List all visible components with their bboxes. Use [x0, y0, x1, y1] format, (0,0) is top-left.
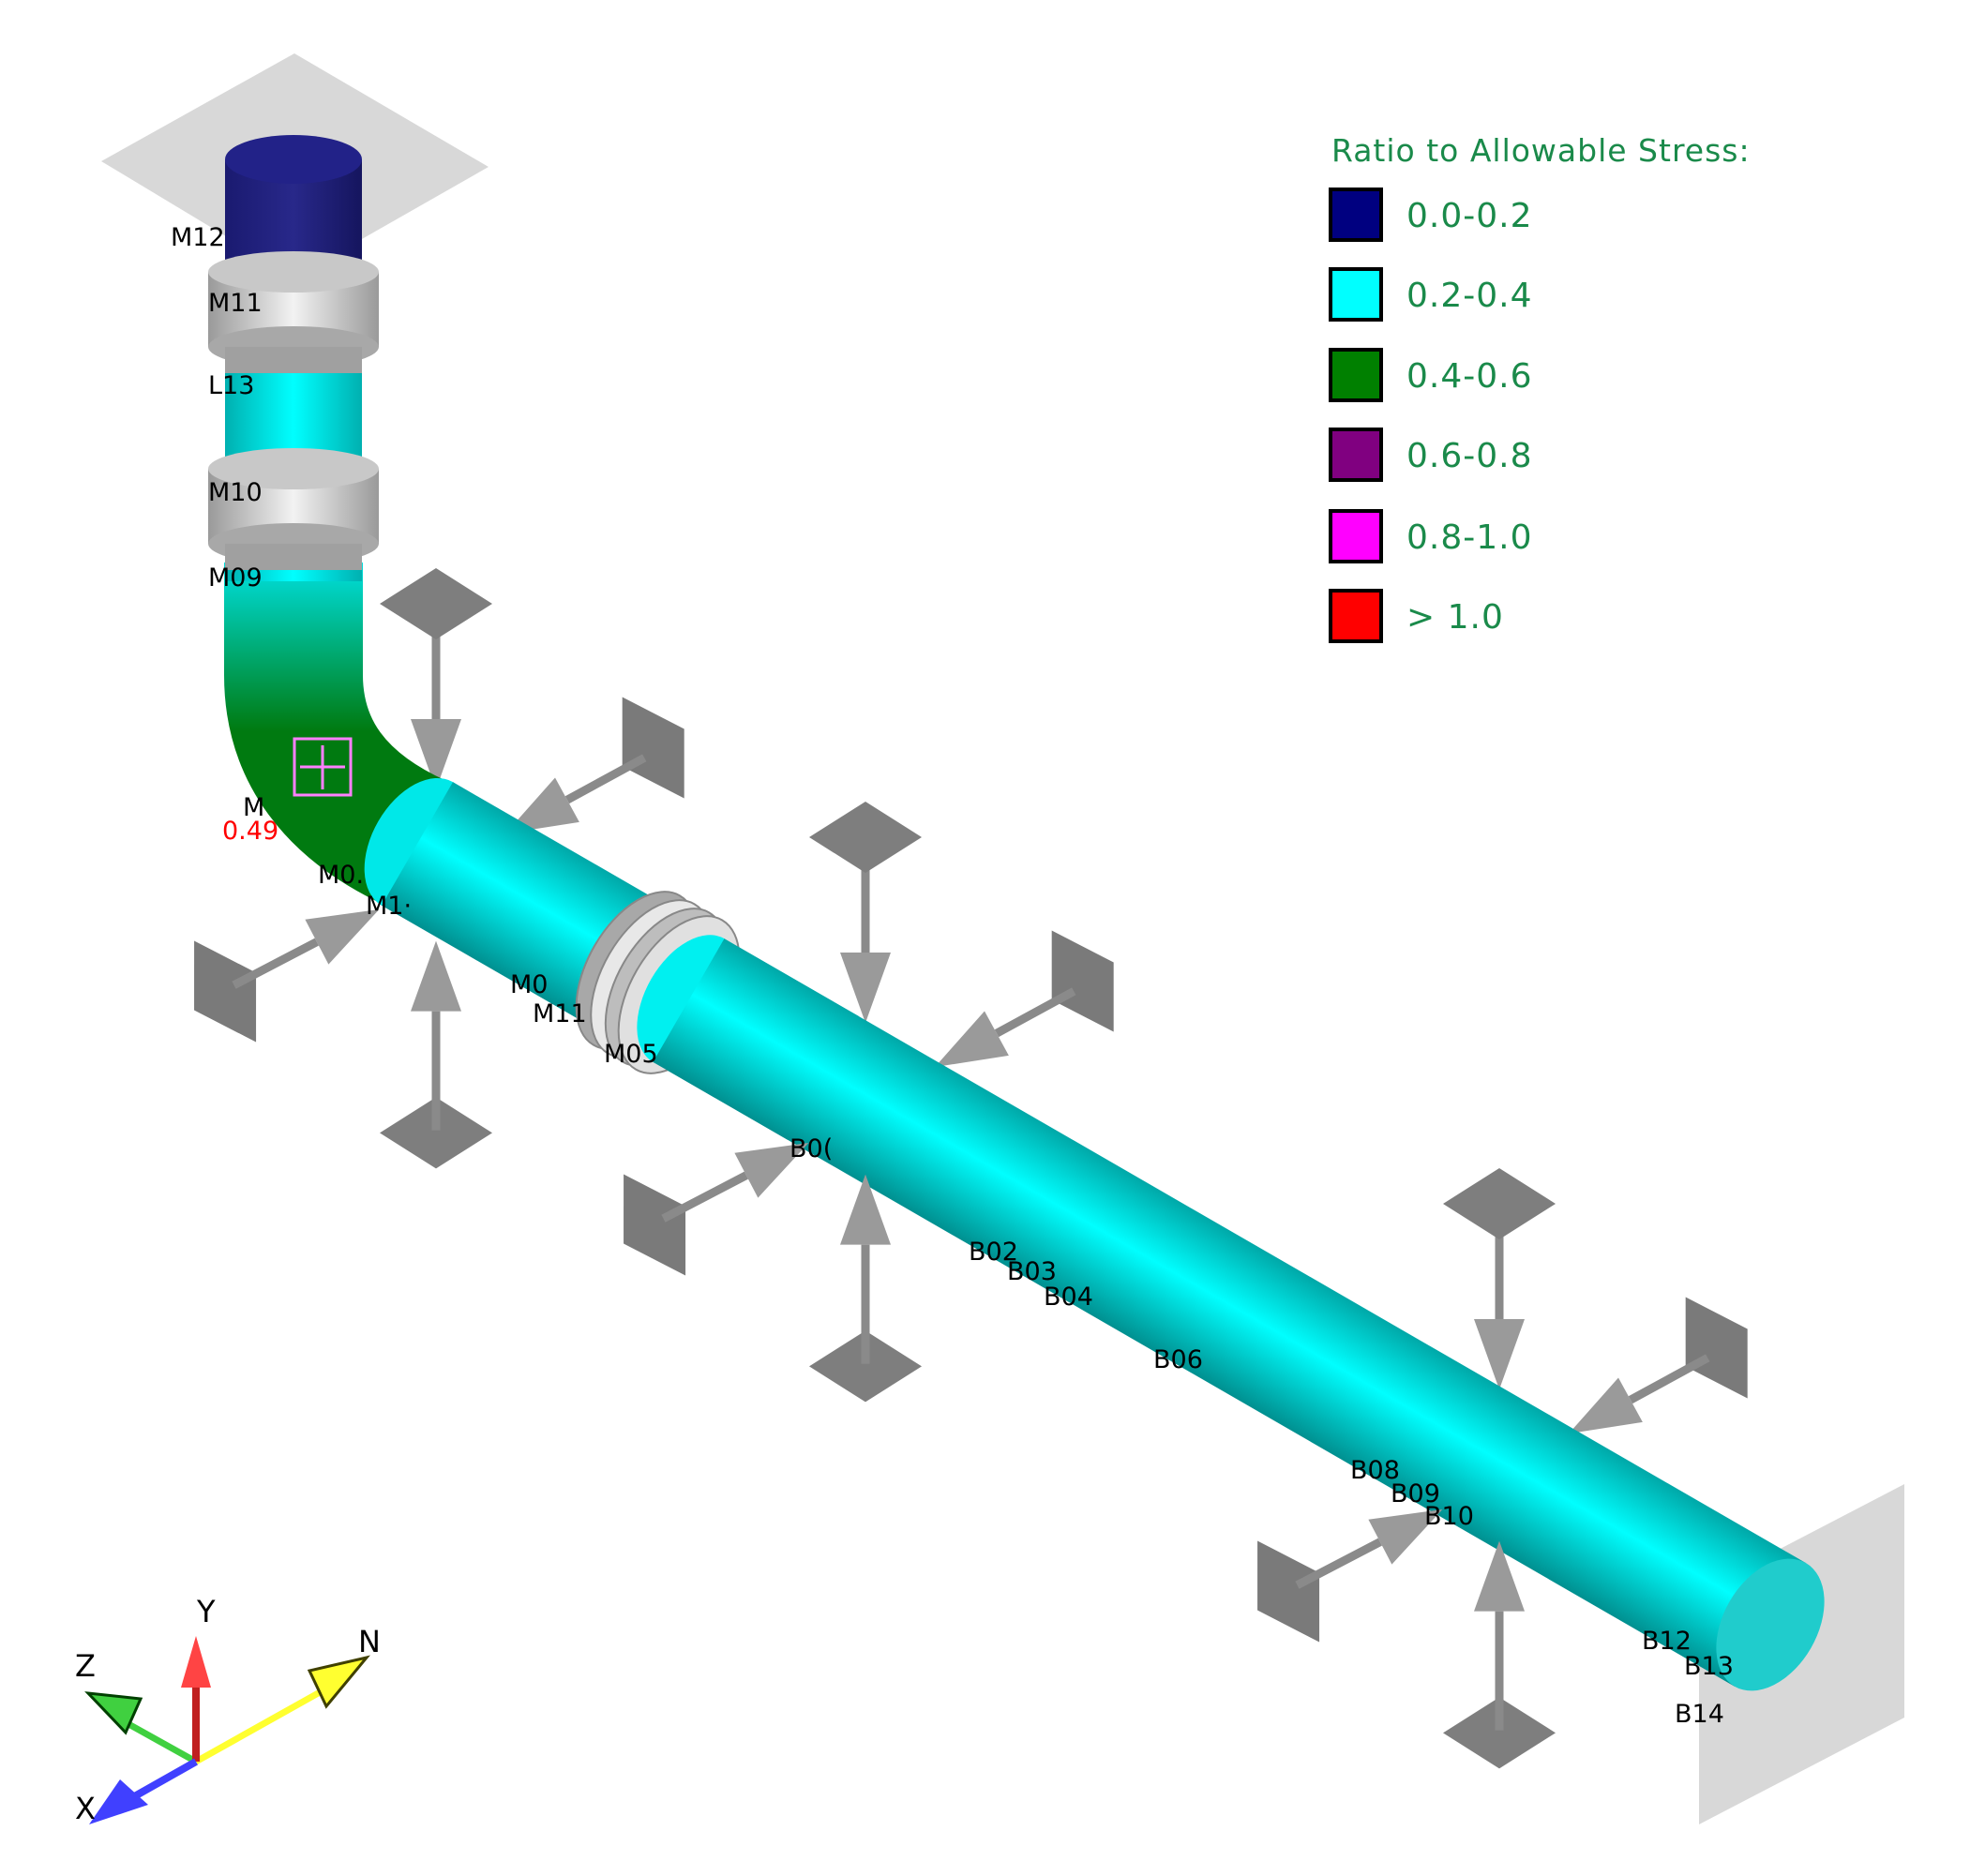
restraint-arrow-icon — [411, 940, 461, 1012]
restraint-rod — [232, 938, 319, 989]
selection-marker[interactable] — [293, 737, 353, 797]
legend-swatch — [1329, 589, 1383, 643]
legend-label: 0.4-0.6 — [1406, 357, 1533, 396]
node-label[interactable]: B13 — [1684, 1652, 1734, 1681]
main-pipe-end-cap — [1716, 1558, 1825, 1691]
legend-swatch — [1329, 348, 1383, 402]
legend-item: 0.8-1.0 — [1329, 509, 1533, 563]
legend-item: 0.4-0.6 — [1329, 348, 1533, 402]
pipe-support[interactable] — [809, 801, 1114, 1068]
legend-swatch — [1329, 188, 1383, 242]
restraint-arrow-icon — [411, 718, 461, 789]
n-axis-label: N — [358, 1624, 381, 1659]
flange-upper — [208, 251, 379, 373]
support-plate — [380, 1097, 492, 1169]
legend-label: 0.8-1.0 — [1406, 518, 1533, 557]
node-label[interactable]: L13 — [208, 371, 254, 400]
node-label[interactable]: M12 — [171, 223, 225, 252]
restraint-arrow-icon — [1474, 1540, 1525, 1612]
node-label[interactable]: B12 — [1642, 1627, 1692, 1656]
support-plate — [380, 567, 492, 639]
restraint-arrow-icon — [840, 952, 891, 1023]
legend-item: > 1.0 — [1329, 589, 1504, 643]
support-plate — [622, 697, 684, 799]
pipe-support[interactable] — [624, 1142, 922, 1403]
restraint-arrow-icon — [840, 1174, 891, 1245]
y-axis-arrow-icon — [181, 1636, 211, 1688]
legend-item: 0.6-0.8 — [1329, 428, 1533, 482]
legend-label: 0.0-0.2 — [1406, 197, 1533, 235]
legend-swatch — [1329, 509, 1383, 563]
node-label[interactable]: B0( — [790, 1134, 833, 1163]
restraint-arrow-icon — [1569, 1377, 1643, 1434]
node-label[interactable]: B06 — [1153, 1345, 1203, 1374]
flange-main-pipe — [575, 891, 860, 1140]
pipe-support[interactable] — [380, 567, 684, 834]
support-plate — [1051, 930, 1114, 1032]
flange-lower — [208, 448, 379, 570]
y-axis-label: Y — [196, 1594, 216, 1629]
n-axis-arrow-icon — [307, 1655, 370, 1709]
legend-swatch — [1329, 267, 1383, 322]
pipe-support[interactable] — [1257, 1508, 1556, 1769]
node-label[interactable]: B09 — [1391, 1479, 1440, 1508]
support-plate — [809, 1330, 922, 1403]
x-axis-label: X — [75, 1791, 96, 1826]
restraint-arrow-icon — [1368, 1508, 1443, 1565]
restraint-rod — [994, 987, 1076, 1038]
pipe-support[interactable] — [194, 908, 492, 1169]
legend-label: > 1.0 — [1406, 598, 1504, 637]
node-label[interactable]: M0 — [510, 970, 548, 999]
main-pipe[interactable] — [382, 782, 1806, 1687]
n-axis — [194, 1684, 330, 1765]
pipe-support[interactable] — [1443, 1167, 1748, 1434]
support-plate — [624, 1174, 686, 1276]
axis-triad: Y Z N X — [75, 1594, 381, 1826]
support-plate — [1443, 1167, 1556, 1239]
legend-label: 0.6-0.8 — [1406, 437, 1533, 475]
restraint-arrow-icon — [1474, 1318, 1525, 1389]
legend-item: 0.2-0.4 — [1329, 267, 1533, 322]
support-plate — [809, 801, 922, 873]
node-label[interactable]: B08 — [1350, 1456, 1400, 1485]
support-plate — [194, 940, 257, 1043]
legend-swatch — [1329, 428, 1383, 482]
node-label[interactable]: M05 — [604, 1040, 658, 1069]
node-label[interactable]: M10 — [208, 478, 263, 507]
restraint-arrow-icon — [505, 777, 579, 834]
legend-label: 0.2-0.4 — [1406, 277, 1533, 315]
legend-item: 0.0-0.2 — [1329, 188, 1533, 242]
node-label[interactable]: M09 — [208, 563, 263, 593]
max-stress-ratio-label: 0.49 — [222, 817, 278, 846]
node-label[interactable]: B03 — [1007, 1257, 1057, 1286]
restraint-rod — [661, 1171, 748, 1223]
stress-legend: Ratio to Allowable Stress: 0.0-0.2 0.2-0.… — [1329, 132, 1751, 643]
support-plate — [1257, 1540, 1320, 1643]
vertical-pipe-cap — [225, 135, 362, 184]
restraint-rod — [564, 754, 647, 804]
restraint-arrow-icon — [734, 1142, 809, 1198]
restraint-rod — [1628, 1354, 1710, 1404]
restraint-arrow-icon — [935, 1011, 1009, 1068]
legend-title: Ratio to Allowable Stress: — [1331, 132, 1751, 169]
node-label[interactable]: M1· — [366, 892, 412, 921]
z-axis — [120, 1717, 198, 1765]
support-plate — [1443, 1697, 1556, 1769]
node-label[interactable]: M — [243, 793, 264, 822]
node-label[interactable]: M0. — [318, 861, 364, 890]
restraint-arrow-icon — [305, 908, 380, 965]
z-axis-arrow-icon — [84, 1691, 143, 1735]
x-axis — [129, 1758, 198, 1802]
support-plate — [1685, 1297, 1748, 1399]
restraint-rod — [1295, 1538, 1382, 1589]
node-label[interactable]: B10 — [1424, 1502, 1474, 1531]
node-label[interactable]: B14 — [1675, 1700, 1724, 1729]
z-axis-label: Z — [75, 1648, 96, 1684]
node-label[interactable]: M11 — [533, 999, 587, 1028]
node-label[interactable]: B04 — [1044, 1283, 1093, 1312]
x-axis-arrow-icon — [89, 1779, 148, 1824]
node-label[interactable]: M11 — [208, 289, 263, 318]
node-label[interactable]: B02 — [969, 1238, 1018, 1267]
